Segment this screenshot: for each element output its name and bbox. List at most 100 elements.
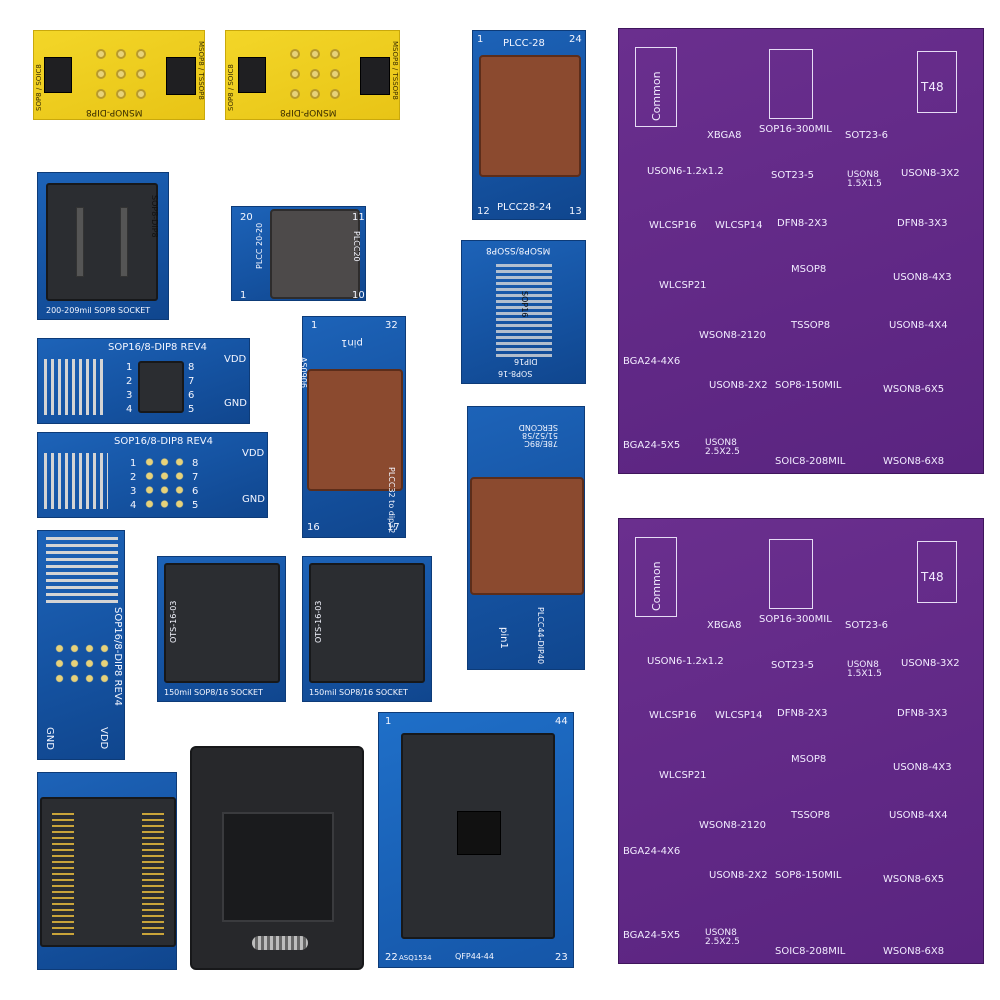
sop8-16-socket-board-b: 150mil SOP8/16 SOCKET OTS-16-03: [302, 556, 432, 702]
label-wson8-2120: WSON8-2120: [699, 820, 767, 831]
qfp44-title: QFP44-44: [455, 952, 494, 961]
plcc28-pin-br: 13: [569, 206, 582, 217]
qfp44-board: QFP44-44 ASQ1534 1 44 22 23: [378, 712, 574, 968]
pin-num: 1: [130, 458, 137, 469]
label-bga24-4x6: BGA24-4X6: [623, 846, 681, 857]
label-sop8-150mil: SOP8-150MIL: [775, 380, 842, 391]
label-uson8-4x3: USON8-4X3: [893, 762, 952, 773]
plcc20-side: PLCC20: [352, 231, 361, 262]
qfp44-code: ASQ1534: [399, 954, 432, 962]
sop16-dip8-board-vertical: SOP16/8-DIP8 REV4 VDD GND: [37, 530, 125, 760]
plcc44-board: 78E/89C 51/52/58 SERCOND pin1 PLCC44-DIP…: [467, 406, 585, 670]
label-wlcsp16: WLCSP16: [649, 220, 697, 231]
msop-ssop-title: MSOP8/SSOP8: [486, 245, 551, 255]
dip8-header: [138, 361, 184, 413]
plcc32-label: pin1: [341, 337, 363, 348]
label-bga24-4x6: BGA24-4X6: [623, 356, 681, 367]
msop-ssop-center: SOP16: [520, 291, 529, 318]
qfp44-chip: [457, 811, 501, 855]
sop16-dip8-board-b: SOP16/8-DIP8 REV4 VDD GND 1 2 3 4 8 7 6 …: [37, 432, 268, 518]
plcc20-pin-tl: 20: [240, 212, 253, 223]
sop8-16-socket-a-side: OTS-16-03: [169, 600, 178, 643]
pin-num: 8: [192, 458, 199, 469]
sop8-16-socket-a-footer: 150mil SOP8/16 SOCKET: [164, 688, 263, 697]
plcc28-footer: PLCC28-24: [497, 202, 552, 213]
label-wson8-6x8: WSON8-6X8: [883, 946, 945, 957]
pin-num: 6: [188, 390, 195, 401]
sop16-dip8-vertical-gnd: GND: [44, 727, 55, 750]
sop16-dip8-a-title: SOP16/8-DIP8 REV4: [108, 342, 208, 353]
label-bga24-5x5: BGA24-5X5: [623, 440, 681, 451]
plcc44-top-text: 78E/89C 51/52/58 SERCOND: [518, 423, 558, 448]
plcc44-label: pin1: [498, 627, 509, 649]
label-uson8-2p5: USON8 2.5X2.5: [705, 928, 740, 947]
label-tssop8: TSSOP8: [791, 810, 831, 821]
sop28-socket: [40, 797, 176, 947]
sop16-dip8-board-a: SOP16/8-DIP8 REV4 VDD GND 1 2 3 4 8 7 6 …: [37, 338, 250, 424]
pin-num: 7: [192, 472, 199, 483]
label-xbga8: XBGA8: [707, 130, 742, 141]
label-t48: T48: [921, 570, 944, 584]
sop8-16-socket-b-side: OTS-16-03: [314, 600, 323, 643]
label-uson8-2x2: USON8-2X2: [709, 870, 768, 881]
sop8-16-socket-board-a: 150mil SOP8/16 SOCKET OTS-16-03: [157, 556, 286, 702]
yellow-board-bottom-text: MSNOP-DIP8: [86, 107, 143, 117]
sop16-dip8-a-gnd: GND: [224, 398, 247, 409]
purple-adapter-board-2: Common T48 XBGA8 SOP16-300MIL SOT23-6 US…: [618, 518, 984, 964]
label-msop8: MSOP8: [791, 264, 827, 275]
label-sop8-150mil: SOP8-150MIL: [775, 870, 842, 881]
plcc32-pin-br: 17: [387, 522, 400, 533]
label-wlcsp21: WLCSP21: [659, 280, 707, 291]
label-wson8-6x5: WSON8-6X5: [883, 874, 945, 885]
label-soic8-208mil: SOIC8-208MIL: [775, 946, 846, 957]
label-sot23-5: SOT23-5: [771, 660, 815, 671]
pin-num: 1: [126, 362, 133, 373]
label-bga24-5x5: BGA24-5X5: [623, 930, 681, 941]
chip-right: [360, 57, 390, 95]
plcc28-pin-tr: 24: [569, 34, 582, 45]
plcc28-board: PLCC-28 PLCC28-24 1 24 12 13: [472, 30, 586, 220]
plcc28-pin-tl: 1: [477, 34, 484, 45]
label-common: Common: [650, 71, 663, 121]
sop16-footprint: [769, 539, 813, 609]
label-common: Common: [650, 561, 663, 611]
pin-num: 5: [192, 500, 199, 511]
label-wlcsp14: WLCSP14: [715, 710, 763, 721]
qfp44-pin-tr: 44: [555, 716, 568, 727]
label-t48: T48: [921, 80, 944, 94]
plcc32-board: pin1 PLCC32 to dip32 AS0906 1 32 16 17: [299, 316, 406, 538]
pin-num: 5: [188, 404, 195, 415]
pin-num: 7: [188, 376, 195, 387]
label-dfn8-3x3: DFN8-3X3: [897, 218, 948, 229]
sop16-pads: [46, 537, 118, 603]
pin-num: 3: [130, 486, 137, 497]
label-sop16-300mil: SOP16-300MIL: [759, 124, 832, 135]
pin-num: 3: [126, 390, 133, 401]
qfp44-pin-bl: 22: [385, 952, 398, 963]
plcc20-title: PLCC 20-20: [255, 222, 264, 269]
label-uson8-3x2: USON8-3X2: [901, 658, 960, 669]
dip8-holes: [52, 641, 112, 689]
plcc32-pin-bl: 16: [307, 522, 320, 533]
sop16-dip8-vertical-title: SOP16/8-DIP8 REV4: [112, 607, 123, 707]
purple-adapter-board-1: Common T48 XBGA8 SOP16-300MIL SOT23-6 US…: [618, 28, 984, 474]
pin-num: 8: [188, 362, 195, 373]
sop16-dip8-vertical-vdd: VDD: [98, 727, 109, 750]
yellow-board-bottom-text: MSNOP-DIP8: [280, 107, 337, 117]
qfp44-pin-br: 23: [555, 952, 568, 963]
label-dfn8-2x3: DFN8-2X3: [777, 218, 828, 229]
sop16-dip8-b-gnd: GND: [242, 494, 265, 505]
sop16-pads: [44, 359, 104, 415]
tqfp-spring: [252, 936, 308, 950]
yellow-board-right-text: MSOP8 / TSSOP8: [197, 41, 205, 100]
label-wson8-6x5: WSON8-6X5: [883, 384, 945, 395]
sop16-dip8-b-vdd: VDD: [242, 448, 265, 459]
plcc32-pin-tl: 1: [311, 320, 318, 331]
sop28-contacts-left: [52, 809, 74, 935]
ssop-pad-area: [496, 261, 552, 357]
tqfp-clamshell-socket: [190, 746, 364, 970]
sop28-contacts-right: [142, 809, 164, 935]
plcc20-socket: [270, 209, 360, 299]
pin-num: 4: [126, 404, 133, 415]
plcc20-pin-tr: 11: [352, 212, 365, 223]
